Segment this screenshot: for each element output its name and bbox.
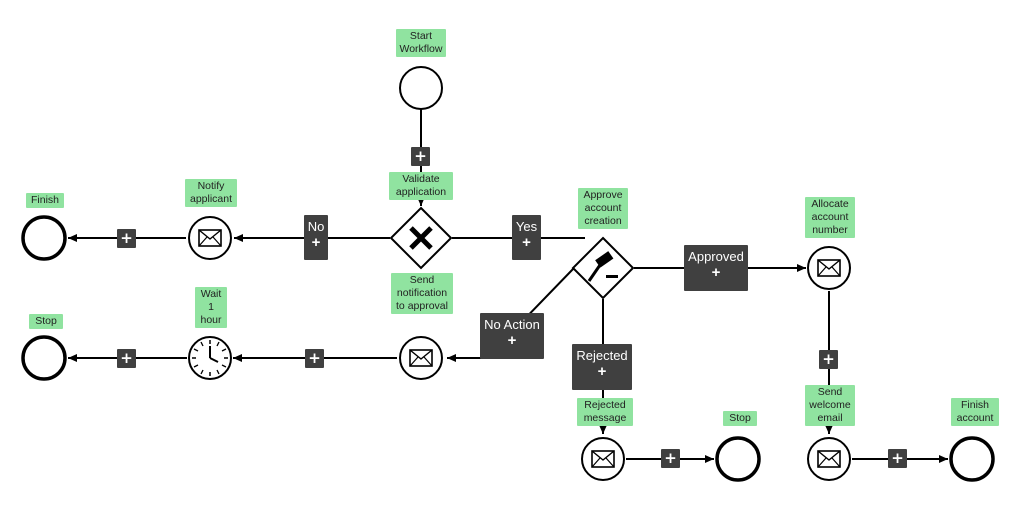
add-step-button[interactable]: + xyxy=(117,229,136,248)
add-step-button[interactable]: + xyxy=(117,349,136,368)
branch-no-action-button[interactable]: No Action + xyxy=(480,313,544,359)
gavel-icon xyxy=(587,251,618,282)
wait-timer-event[interactable] xyxy=(188,336,232,380)
plus-icon: + xyxy=(507,332,517,349)
stop-end-event-bottom[interactable] xyxy=(715,436,761,482)
plus-icon: + xyxy=(711,264,721,281)
notify-applicant-task[interactable] xyxy=(188,216,232,260)
clock-icon xyxy=(192,340,228,376)
label-notify-applicant: Notify applicant xyxy=(185,179,237,207)
add-step-button[interactable]: + xyxy=(411,147,430,166)
add-step-button[interactable]: + xyxy=(819,350,838,369)
label-finish-account: Finish account xyxy=(951,398,999,426)
label-send-welcome-email: Send welcome email xyxy=(805,385,855,426)
stop-end-event-left[interactable] xyxy=(21,335,67,381)
envelope-icon xyxy=(198,229,222,247)
label-approve-account-creation: Approve account creation xyxy=(578,188,628,229)
label-start-workflow: Start Workflow xyxy=(396,29,446,57)
approval-gateway[interactable] xyxy=(571,236,635,300)
finish-end-event[interactable] xyxy=(21,215,67,261)
label-wait-1-hour: Wait 1 hour xyxy=(195,287,227,328)
label-rejected-message: Rejected message xyxy=(577,398,633,426)
branch-approved-label: Approved xyxy=(688,249,744,264)
envelope-icon xyxy=(591,450,615,468)
branch-rejected-label: Rejected xyxy=(576,348,628,363)
start-event[interactable] xyxy=(399,66,443,110)
send-welcome-email-task[interactable] xyxy=(807,437,851,481)
plus-icon: + xyxy=(522,234,531,251)
allocate-account-number-task[interactable] xyxy=(807,246,851,290)
branch-rejected-button[interactable]: Rejected + xyxy=(572,344,632,390)
send-notification-task[interactable] xyxy=(399,336,443,380)
label-stop-bottom: Stop xyxy=(723,411,757,426)
branch-no-label: No xyxy=(307,219,325,234)
label-send-notification-to-approval: Send notification to approval xyxy=(391,273,453,314)
branch-no-button[interactable]: No + xyxy=(304,215,328,260)
label-finish: Finish xyxy=(26,193,64,208)
envelope-icon xyxy=(409,349,433,367)
plus-icon: + xyxy=(311,234,321,251)
add-step-button[interactable]: + xyxy=(888,449,907,468)
exclusive-gateway[interactable] xyxy=(389,206,453,270)
envelope-icon xyxy=(817,450,841,468)
branch-approved-button[interactable]: Approved + xyxy=(684,245,748,291)
finish-account-end-event[interactable] xyxy=(949,436,995,482)
label-validate-application: Validate application xyxy=(389,172,453,200)
add-step-button[interactable]: + xyxy=(661,449,680,468)
branch-no-action-label: No Action xyxy=(484,317,540,332)
envelope-icon xyxy=(817,259,841,277)
add-step-button[interactable]: + xyxy=(305,349,324,368)
label-allocate-account-number: Allocate account number xyxy=(805,197,855,238)
plus-icon: + xyxy=(597,363,607,380)
label-stop-left: Stop xyxy=(29,314,63,329)
rejected-message-task[interactable] xyxy=(581,437,625,481)
branch-yes-button[interactable]: Yes + xyxy=(512,215,541,260)
branch-yes-label: Yes xyxy=(515,219,538,234)
